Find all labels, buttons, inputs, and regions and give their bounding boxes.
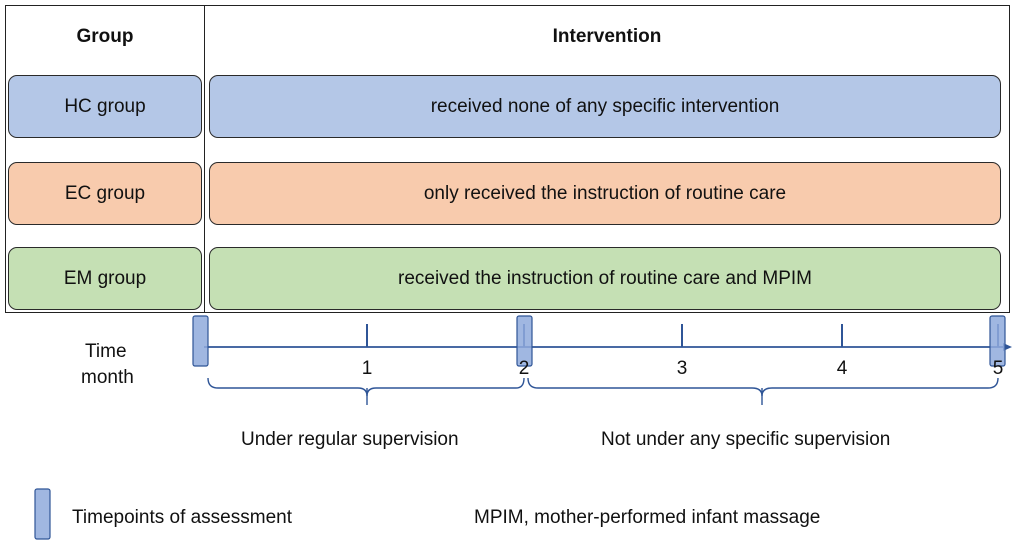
tick-label-4: 4 xyxy=(836,358,848,379)
month-axis-label: month xyxy=(81,367,134,388)
hc-group-label: HC group xyxy=(64,95,146,117)
intervention-column-frame xyxy=(204,5,1010,313)
hc-intervention-label: received none of any specific interventi… xyxy=(430,95,780,117)
period-no-supervision: Not under any specific supervision xyxy=(601,429,891,450)
time-axis-label: Time xyxy=(85,341,127,362)
brace-no-supervision xyxy=(527,377,999,397)
em-group-box: EM group xyxy=(8,247,202,310)
hc-group-box: HC group xyxy=(8,75,202,138)
em-intervention-box: received the instruction of routine care… xyxy=(209,247,1001,310)
legend-assessment-label: Timepoints of assessment xyxy=(72,507,292,528)
period-regular-supervision: Under regular supervision xyxy=(241,429,459,450)
hc-intervention-box: received none of any specific interventi… xyxy=(209,75,1001,138)
tick-label-5: 5 xyxy=(992,358,1004,379)
brace-regular-supervision xyxy=(207,377,525,397)
ec-group-label: EC group xyxy=(64,182,146,204)
ec-group-box: EC group xyxy=(8,162,202,225)
ec-intervention-label: only received the instruction of routine… xyxy=(423,182,787,204)
ec-intervention-box: only received the instruction of routine… xyxy=(209,162,1001,225)
em-group-label: EM group xyxy=(63,267,147,289)
tick-label-1: 1 xyxy=(361,358,373,379)
legend-assessment-marker xyxy=(34,488,51,540)
tick-label-3: 3 xyxy=(676,358,688,379)
intervention-header: Intervention xyxy=(552,26,662,47)
em-intervention-label: received the instruction of routine care… xyxy=(398,267,812,289)
assessment-marker-month-5 xyxy=(989,315,1006,367)
assessment-marker-start xyxy=(192,315,209,367)
tick-label-2: 2 xyxy=(518,358,530,379)
group-header: Group xyxy=(76,26,134,47)
legend-abbreviation: MPIM, mother-performed infant massage xyxy=(474,507,821,528)
assessment-marker-month-2 xyxy=(516,315,533,367)
